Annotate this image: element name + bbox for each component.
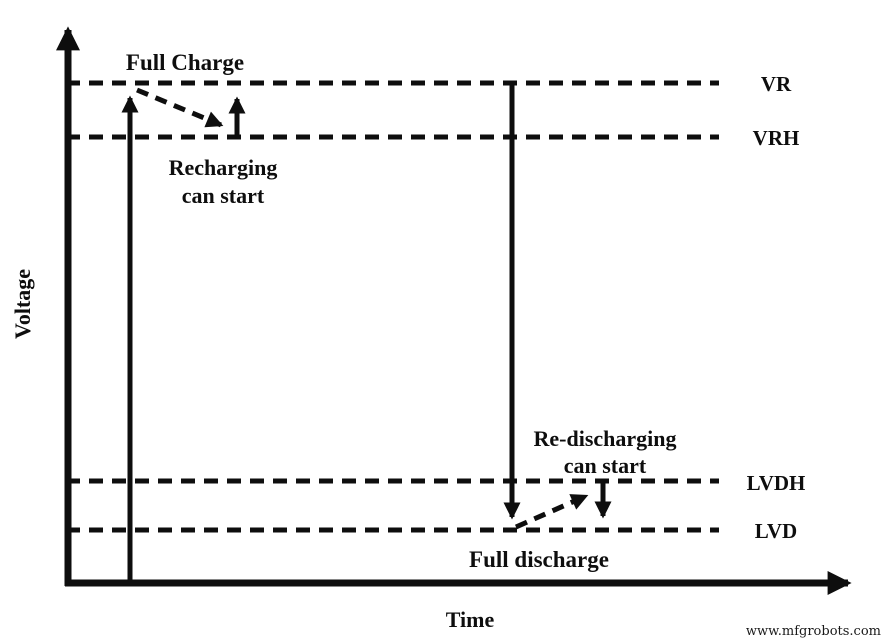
voltage-recovery-up-dashed-arrow: [514, 493, 589, 530]
vr-label: VR: [761, 72, 792, 96]
voltage-drift-down-dashed-arrow: [136, 87, 224, 128]
recharging-label-line2: can start: [182, 183, 265, 208]
recharging-label-line1: Recharging: [169, 155, 278, 180]
re-discharging-label-line1: Re-discharging: [534, 426, 677, 451]
x-axis-title: Time: [446, 607, 495, 632]
re-discharging-label-line2: can start: [564, 453, 647, 478]
y-axis-title: Voltage: [10, 269, 35, 339]
lvd-label: LVD: [755, 519, 797, 543]
watermark-text: www.mfgrobots.com: [746, 624, 881, 639]
vrh-label: VRH: [753, 126, 800, 150]
full-charge-label: Full Charge: [126, 50, 244, 75]
full-discharge-label: Full discharge: [469, 547, 609, 572]
lvdh-label: LVDH: [747, 471, 806, 495]
